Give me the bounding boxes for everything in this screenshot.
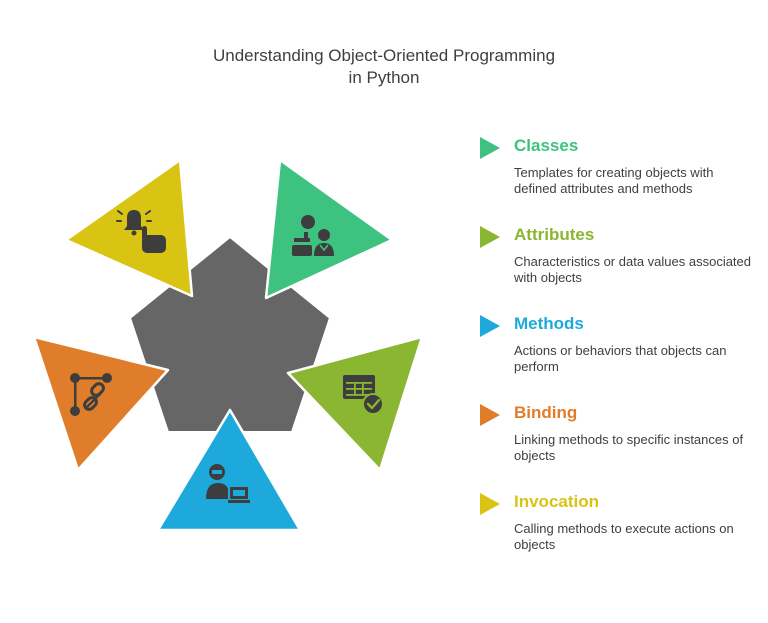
diagram-title: Understanding Object-Oriented Programmin…	[0, 45, 768, 89]
legend-description: Templates for creating objects with defi…	[514, 165, 714, 196]
legend-name: Binding	[514, 403, 578, 422]
bell-tap-icon	[116, 210, 166, 253]
user-laptop-icon	[206, 464, 250, 503]
play-arrow-icon	[480, 404, 500, 426]
teacher-student-icon	[292, 215, 334, 256]
legend-description: Actions or behaviors that objects can pe…	[514, 343, 727, 374]
legend-description: Calling methods to execute actions on ob…	[514, 521, 734, 552]
play-arrow-icon	[480, 493, 500, 515]
play-arrow-icon	[480, 226, 500, 248]
methods-triangle	[156, 408, 302, 532]
classes-triangle	[264, 158, 394, 300]
title-line-2: in Python	[348, 68, 420, 87]
play-arrow-icon	[480, 315, 500, 337]
binding-triangle	[32, 335, 170, 472]
play-arrow-icon	[480, 137, 500, 159]
legend-name: Methods	[514, 314, 584, 333]
attributes-triangle	[286, 335, 424, 472]
legend-name: Attributes	[514, 225, 595, 244]
table-check-icon	[343, 375, 384, 415]
legend-name: Invocation	[514, 492, 600, 511]
legend-name: Classes	[514, 136, 579, 155]
title-line-1: Understanding Object-Oriented Programmin…	[212, 46, 556, 65]
legend-description: Linking methods to specific instances of…	[514, 432, 744, 463]
legend-description: Characteristics or data values associate…	[514, 254, 752, 285]
link-nodes-icon	[70, 373, 112, 416]
